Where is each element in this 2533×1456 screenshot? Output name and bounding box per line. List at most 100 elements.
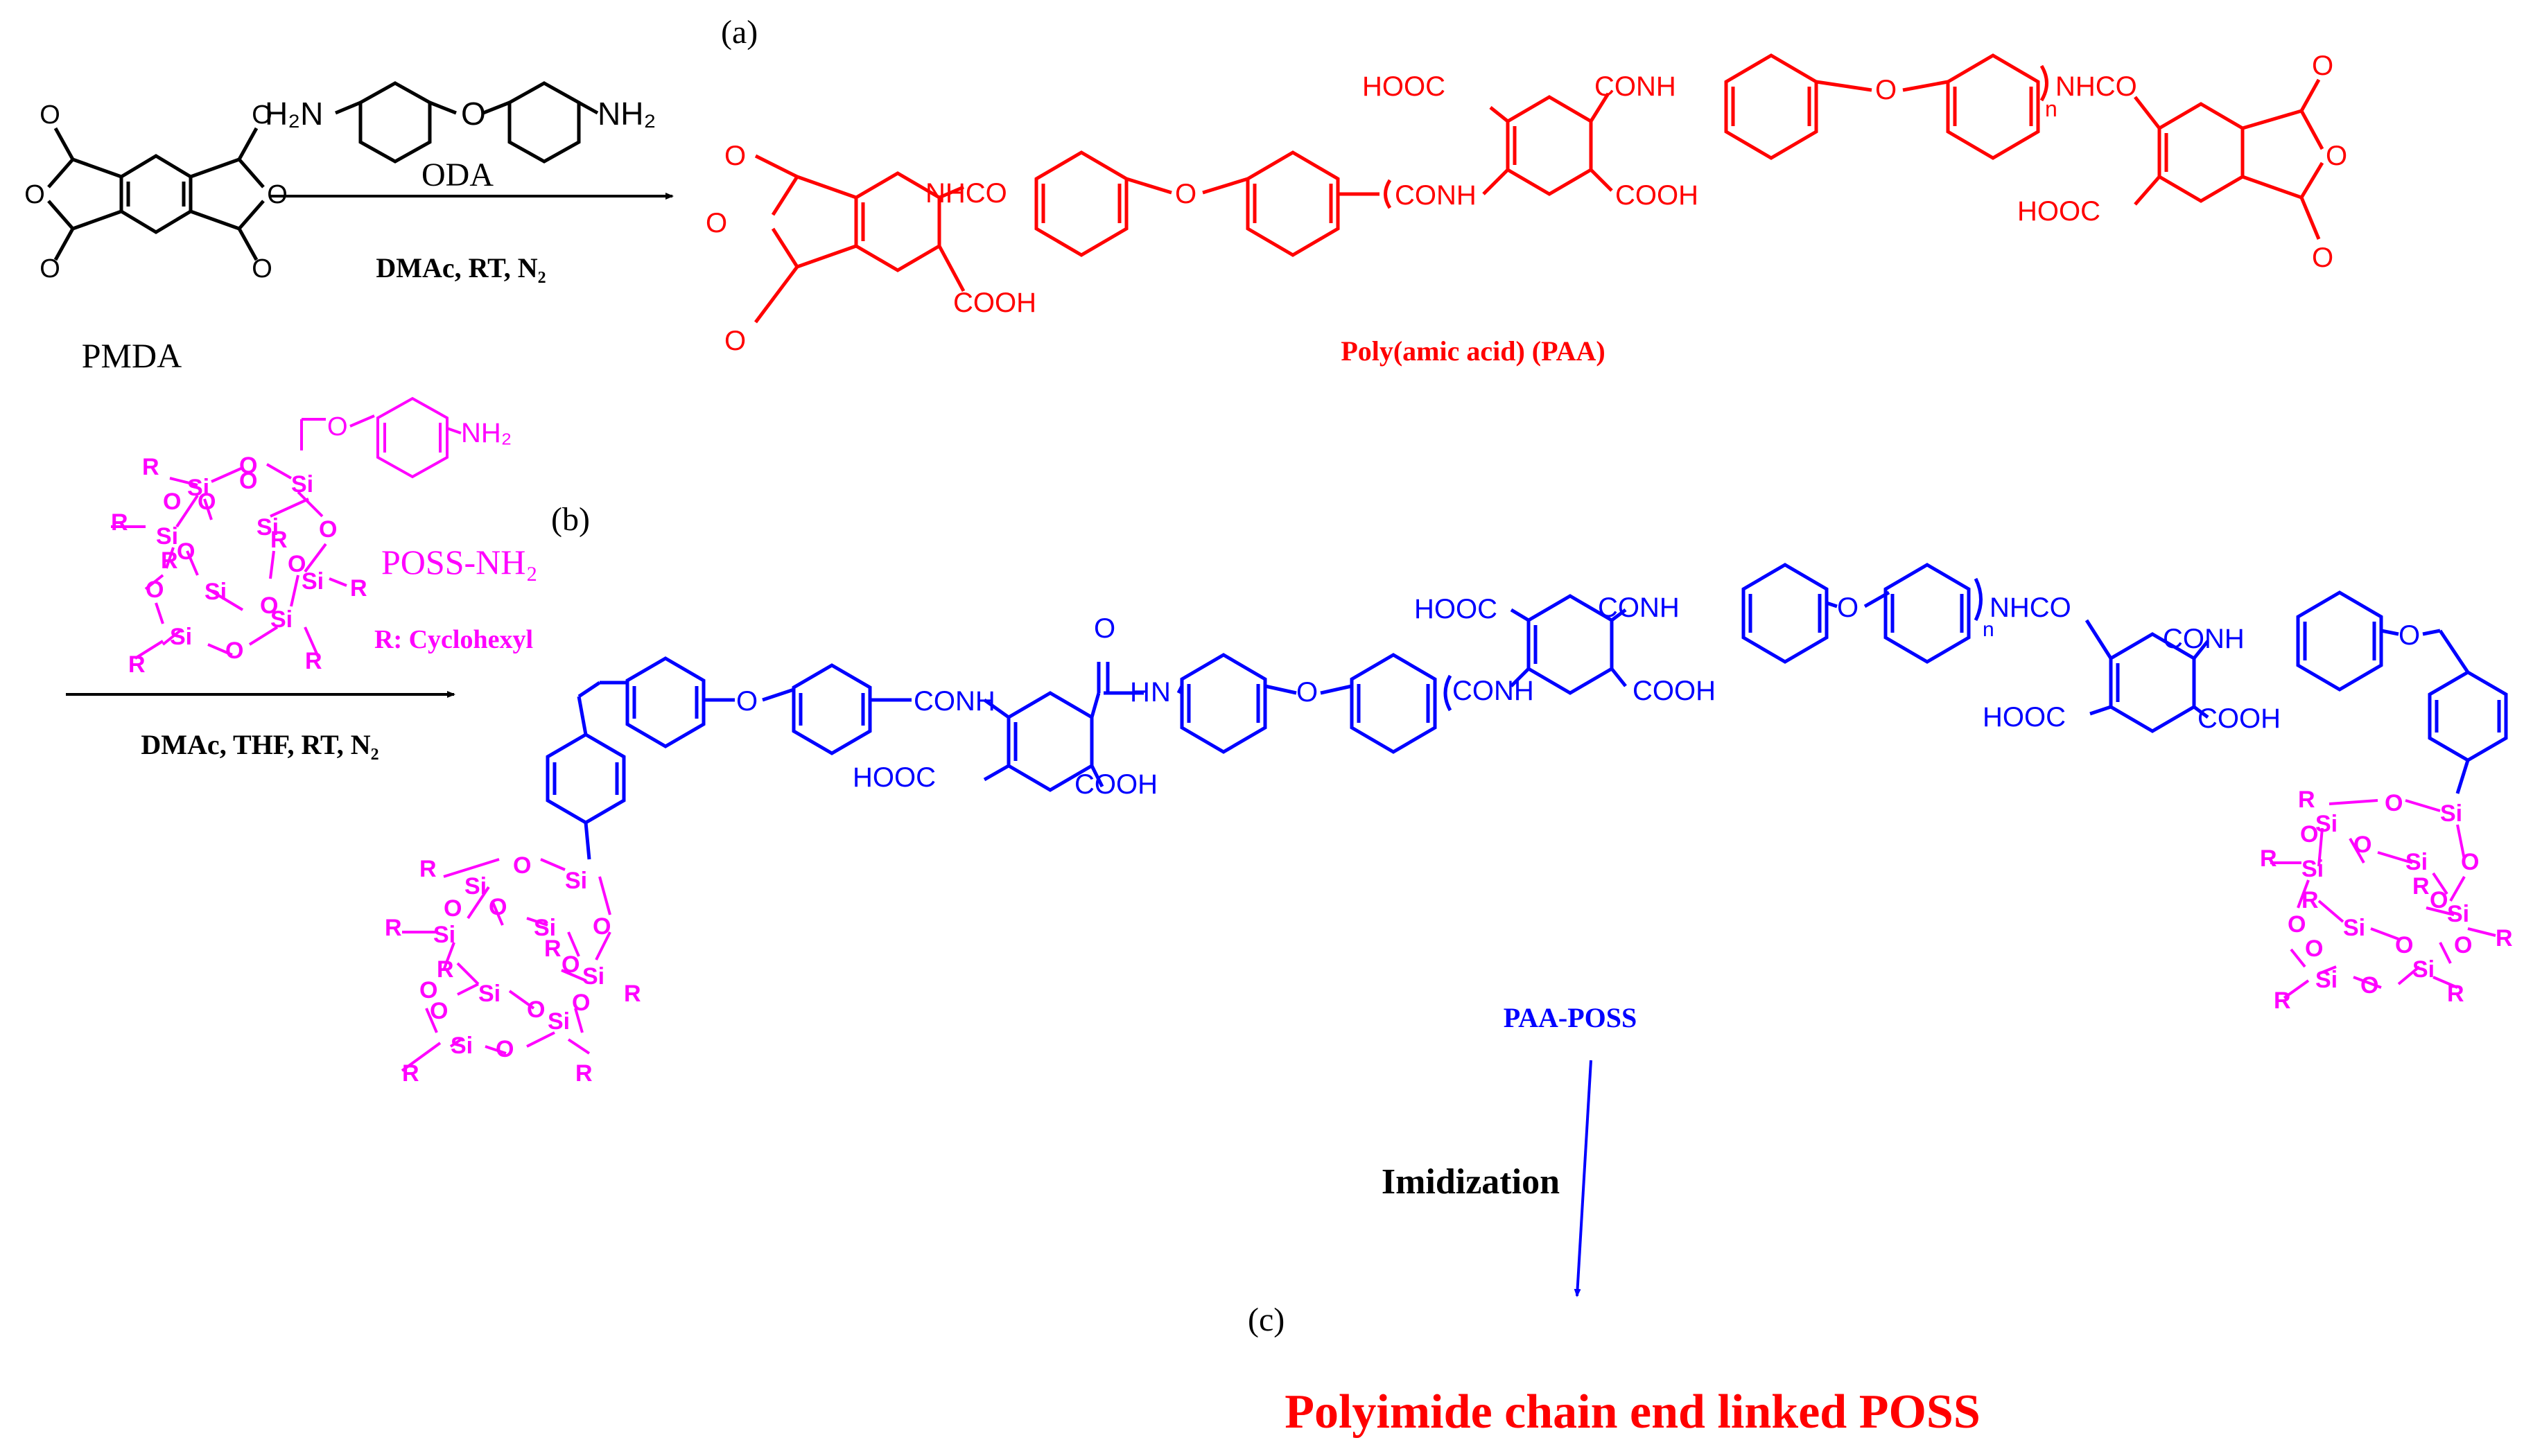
paa-o-right-bottom: O	[2312, 243, 2333, 273]
paa-poss-label: PAA-POSS	[1504, 1002, 1637, 1033]
paa-hooc: HOOC	[1362, 71, 1445, 102]
oda-amine-left: H₂N	[265, 96, 323, 132]
pmda-o-4: O	[252, 100, 272, 130]
paa-hooc-right: HOOC	[2017, 196, 2100, 227]
poss-left-r-1: R	[419, 856, 437, 882]
poss-reagent-si-5: Si	[204, 579, 227, 605]
poss-left-si-7: Si	[451, 1033, 473, 1059]
pmda-o-1: O	[40, 100, 60, 130]
poss-reagent-r-4: R	[270, 527, 288, 553]
paa-poss-ether-o-4: O	[2399, 620, 2420, 651]
poss-reagent-si-6: Si	[302, 568, 324, 595]
paa-poss-conh-4: CONH	[2163, 624, 2245, 654]
paa-poss-conh-1: CONH	[914, 686, 995, 717]
poss-right-si-8: Si	[2412, 956, 2435, 983]
poss-nh2-structure	[111, 396, 462, 660]
poss-right-r-1: R	[2298, 787, 2315, 813]
paa-poss-hooc-1: HOOC	[853, 762, 936, 793]
paa-label: Poly(amic acid) (PAA)	[1341, 335, 1605, 367]
pmda-o-2: O	[40, 254, 60, 283]
poss-right-o-3: O	[2353, 832, 2371, 858]
paa-poss-cooh-3: COOH	[2197, 703, 2281, 734]
paa-n-subscript: n	[2045, 96, 2057, 121]
poss-left-si-5: Si	[478, 981, 500, 1007]
poss-reagent-o-4: O	[319, 516, 337, 543]
poss-reagent-o-5: O	[288, 551, 306, 577]
paa-poss-hooc-2: HOOC	[1414, 594, 1497, 624]
poss-left-si-8: Si	[548, 1008, 570, 1035]
pmda-label: PMDA	[82, 336, 182, 375]
poss-left-o-3: O	[489, 894, 507, 920]
paa-ether-o-1: O	[1175, 179, 1196, 209]
conditions-b: DMAc, THF, RT, N₂	[141, 729, 378, 760]
poss-left-o-9: O	[572, 990, 590, 1016]
poss-right-o-8: O	[2360, 972, 2378, 999]
poss-left-o-5: O	[562, 951, 580, 978]
paa-cooh-2: COOH	[1615, 180, 1698, 211]
paa-poss-carbonyl-o: O	[1094, 613, 1115, 644]
poss-left-r-7: R	[575, 1060, 593, 1087]
paa-nhco-right: NHCO	[2055, 71, 2137, 102]
poss-reagent-si-7: Si	[170, 624, 192, 650]
poss-left-si-1: Si	[464, 873, 487, 900]
poss-left-o-7: O	[527, 997, 545, 1023]
poss-reagent-r-5: R	[350, 575, 367, 602]
paa-o-ring: O	[706, 208, 727, 238]
poss-right-o-10: O	[2305, 936, 2323, 962]
paa-poss-cooh-2: COOH	[1633, 676, 1716, 706]
paa-poss-ether-o-2: O	[1296, 677, 1318, 708]
paa-poss-n-subscript: n	[1983, 618, 1994, 641]
panel-label-b: (b)	[551, 501, 590, 538]
pmda-o-3: O	[24, 180, 45, 209]
poss-right-r-3: R	[2301, 887, 2319, 913]
poss-nh2-label: POSS-NH₂	[381, 543, 538, 581]
poss-right-r-4: R	[2412, 873, 2430, 900]
poss-reagent-si-4: Si	[256, 514, 279, 541]
poss-left-r-2: R	[385, 915, 402, 941]
paa-poss-nhco: NHCO	[1990, 593, 2071, 623]
poss-reagent-r-2: R	[111, 509, 128, 536]
poss-right-si-2: Si	[2440, 800, 2462, 827]
poss-left-r-3: R	[437, 956, 454, 983]
poss-right-o-5: O	[2430, 887, 2448, 913]
poss-reagent-si-1: Si	[187, 475, 209, 501]
poss-left-o-10: O	[430, 998, 448, 1024]
final-product-title: Polyimide chain end linked POSS	[1285, 1385, 1981, 1439]
poss-reagent-amine: NH₂	[461, 418, 512, 448]
poss-left-r-6: R	[402, 1060, 419, 1087]
poss-reagent-o-7: O	[146, 577, 164, 603]
paa-cooh-left: COOH	[953, 288, 1036, 318]
poss-reagent-o-6: O	[177, 538, 195, 565]
poss-right-si-5: Si	[2343, 915, 2365, 941]
poss-reagent-r-6: R	[128, 651, 146, 678]
poss-left-o-4: O	[593, 913, 611, 940]
poss-reagent-o-linker: O	[327, 412, 348, 441]
poss-right-o-4: O	[2461, 849, 2479, 875]
poss-left-r-4: R	[544, 936, 562, 962]
poss-right-r-7: R	[2447, 981, 2464, 1007]
poss-right-si-4: Si	[2405, 849, 2428, 875]
poss-reagent-si-2: Si	[291, 471, 313, 498]
poss-reagent-r-1: R	[142, 454, 159, 480]
paa-o-right-top: O	[2312, 51, 2333, 81]
poss-cage-left: Si Si Si Si Si Si Si Si O O O O O O O O …	[385, 852, 641, 1087]
paa-poss-amide-h: N	[1151, 677, 1171, 708]
poss-cage-right: Si Si Si Si Si Si Si Si O O O O O O O O …	[2260, 787, 2513, 1014]
paa-o-right-ring: O	[2326, 141, 2347, 171]
poss-reagent-r-3: R	[161, 547, 178, 574]
oda-structure	[335, 81, 599, 164]
poss-right-o-7: O	[2395, 932, 2413, 958]
poss-reagent-o-9: O	[225, 638, 243, 664]
poss-right-si-6: Si	[2447, 901, 2469, 927]
poss-right-si-7: Si	[2315, 967, 2338, 993]
poss-reagent-o-8: O	[260, 593, 278, 619]
poss-reagent-o-10: O	[239, 468, 257, 494]
paa-o-bottom: O	[724, 326, 746, 356]
oda-amine-right: NH₂	[598, 96, 656, 132]
poss-right-r-2: R	[2260, 845, 2277, 872]
paa-poss-conh-3: CONH	[1598, 593, 1680, 623]
paa-poss-amide-n: H	[1130, 677, 1150, 708]
poss-right-o-9: O	[2454, 932, 2472, 958]
pmda-o-5: O	[252, 254, 272, 283]
